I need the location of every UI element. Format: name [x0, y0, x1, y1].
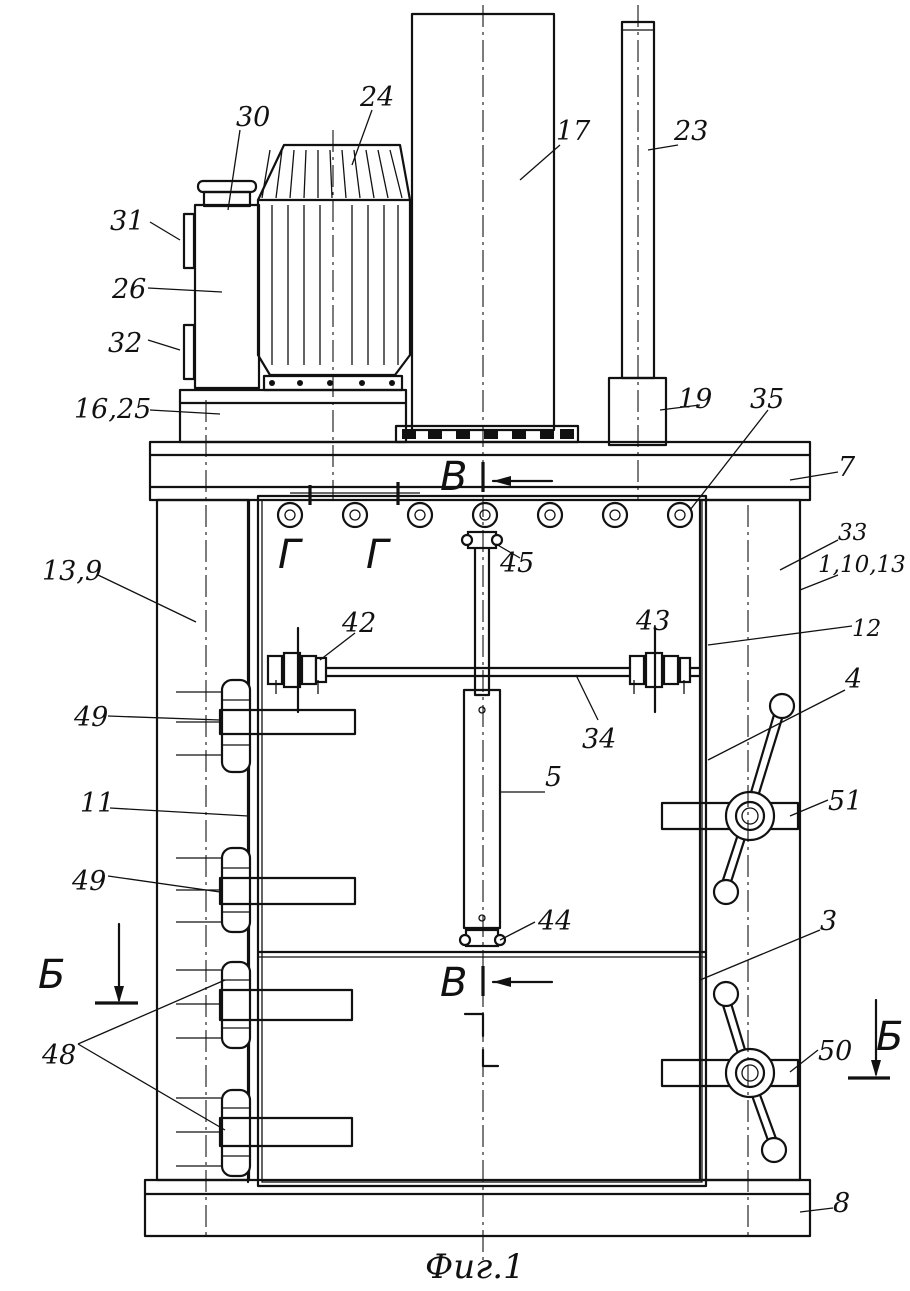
section-letter-b-left: Б [38, 952, 65, 998]
lock-51 [660, 692, 800, 906]
label-16-25: 16,25 [74, 394, 151, 425]
label-8: 8 [833, 1188, 850, 1219]
column-flange [394, 424, 580, 444]
label-17: 17 [556, 116, 591, 147]
label-49-lower: 49 [71, 866, 106, 897]
label-31: 31 [110, 206, 144, 237]
section-b-left [95, 922, 138, 1005]
leader-lines [77, 109, 853, 1213]
label-3: 3 [820, 906, 837, 937]
hub-42 [266, 626, 328, 714]
label-50: 50 [818, 1036, 852, 1067]
cylinder-5 [458, 530, 507, 948]
label-32: 32 [108, 328, 142, 359]
label-49-upper: 49 [73, 702, 108, 733]
label-23: 23 [673, 116, 708, 147]
hub-43 [628, 626, 692, 714]
section-letter-g-1: Г [278, 532, 303, 578]
section-letter-b-right: Б [876, 1014, 903, 1060]
label-19: 19 [678, 384, 712, 415]
label-24: 24 [359, 82, 394, 113]
label-13-9: 13,9 [42, 556, 102, 587]
section-letter-g-2: Г [366, 532, 391, 578]
label-5: 5 [545, 762, 562, 793]
top-beam-7 [148, 440, 812, 502]
label-30: 30 [236, 102, 270, 133]
label-42: 42 [341, 608, 376, 639]
label-7: 7 [838, 452, 856, 483]
label-33: 33 [838, 520, 867, 546]
figure-caption: Фиг.1 [425, 1247, 525, 1287]
label-43: 43 [635, 606, 670, 637]
clamp-49-lower [176, 846, 357, 934]
lock-50 [660, 980, 800, 1164]
label-51: 51 [828, 786, 862, 817]
section-g-marks [290, 482, 420, 505]
label-44: 44 [537, 906, 572, 937]
clamp-49-upper [176, 678, 357, 774]
rollers-35 [276, 501, 694, 529]
section-letter-v-bottom: В [440, 960, 467, 1006]
section-b-right [848, 998, 890, 1080]
section-v-top [481, 462, 554, 492]
base-plate-16-25 [178, 388, 408, 444]
shaft-34 [268, 666, 702, 678]
clamp-48-upper [176, 960, 354, 1050]
label-45: 45 [499, 548, 534, 579]
bottom-beam-8 [143, 1178, 812, 1238]
label-35: 35 [750, 384, 784, 415]
label-26: 26 [111, 274, 146, 305]
section-letters: В В Г Г Б Б [38, 454, 903, 1060]
part-labels: 30 24 17 23 31 26 32 16,25 19 35 7 33 45… [41, 82, 906, 1219]
section-letter-v-top: В [440, 454, 467, 500]
label-1-10-13: 1,10,13 [818, 552, 906, 578]
section-v-bottom [463, 966, 554, 1068]
motor-24 [256, 143, 412, 392]
tank-26 [182, 179, 261, 390]
inner-chamber [246, 494, 708, 1188]
label-34: 34 [582, 724, 616, 755]
label-4: 4 [844, 664, 862, 695]
label-11: 11 [80, 788, 114, 819]
left-post-13-9 [155, 498, 251, 1182]
label-12: 12 [852, 616, 881, 642]
clamp-48-lower [176, 1088, 354, 1178]
label-48: 48 [41, 1040, 76, 1071]
center-lines [205, 5, 749, 1260]
